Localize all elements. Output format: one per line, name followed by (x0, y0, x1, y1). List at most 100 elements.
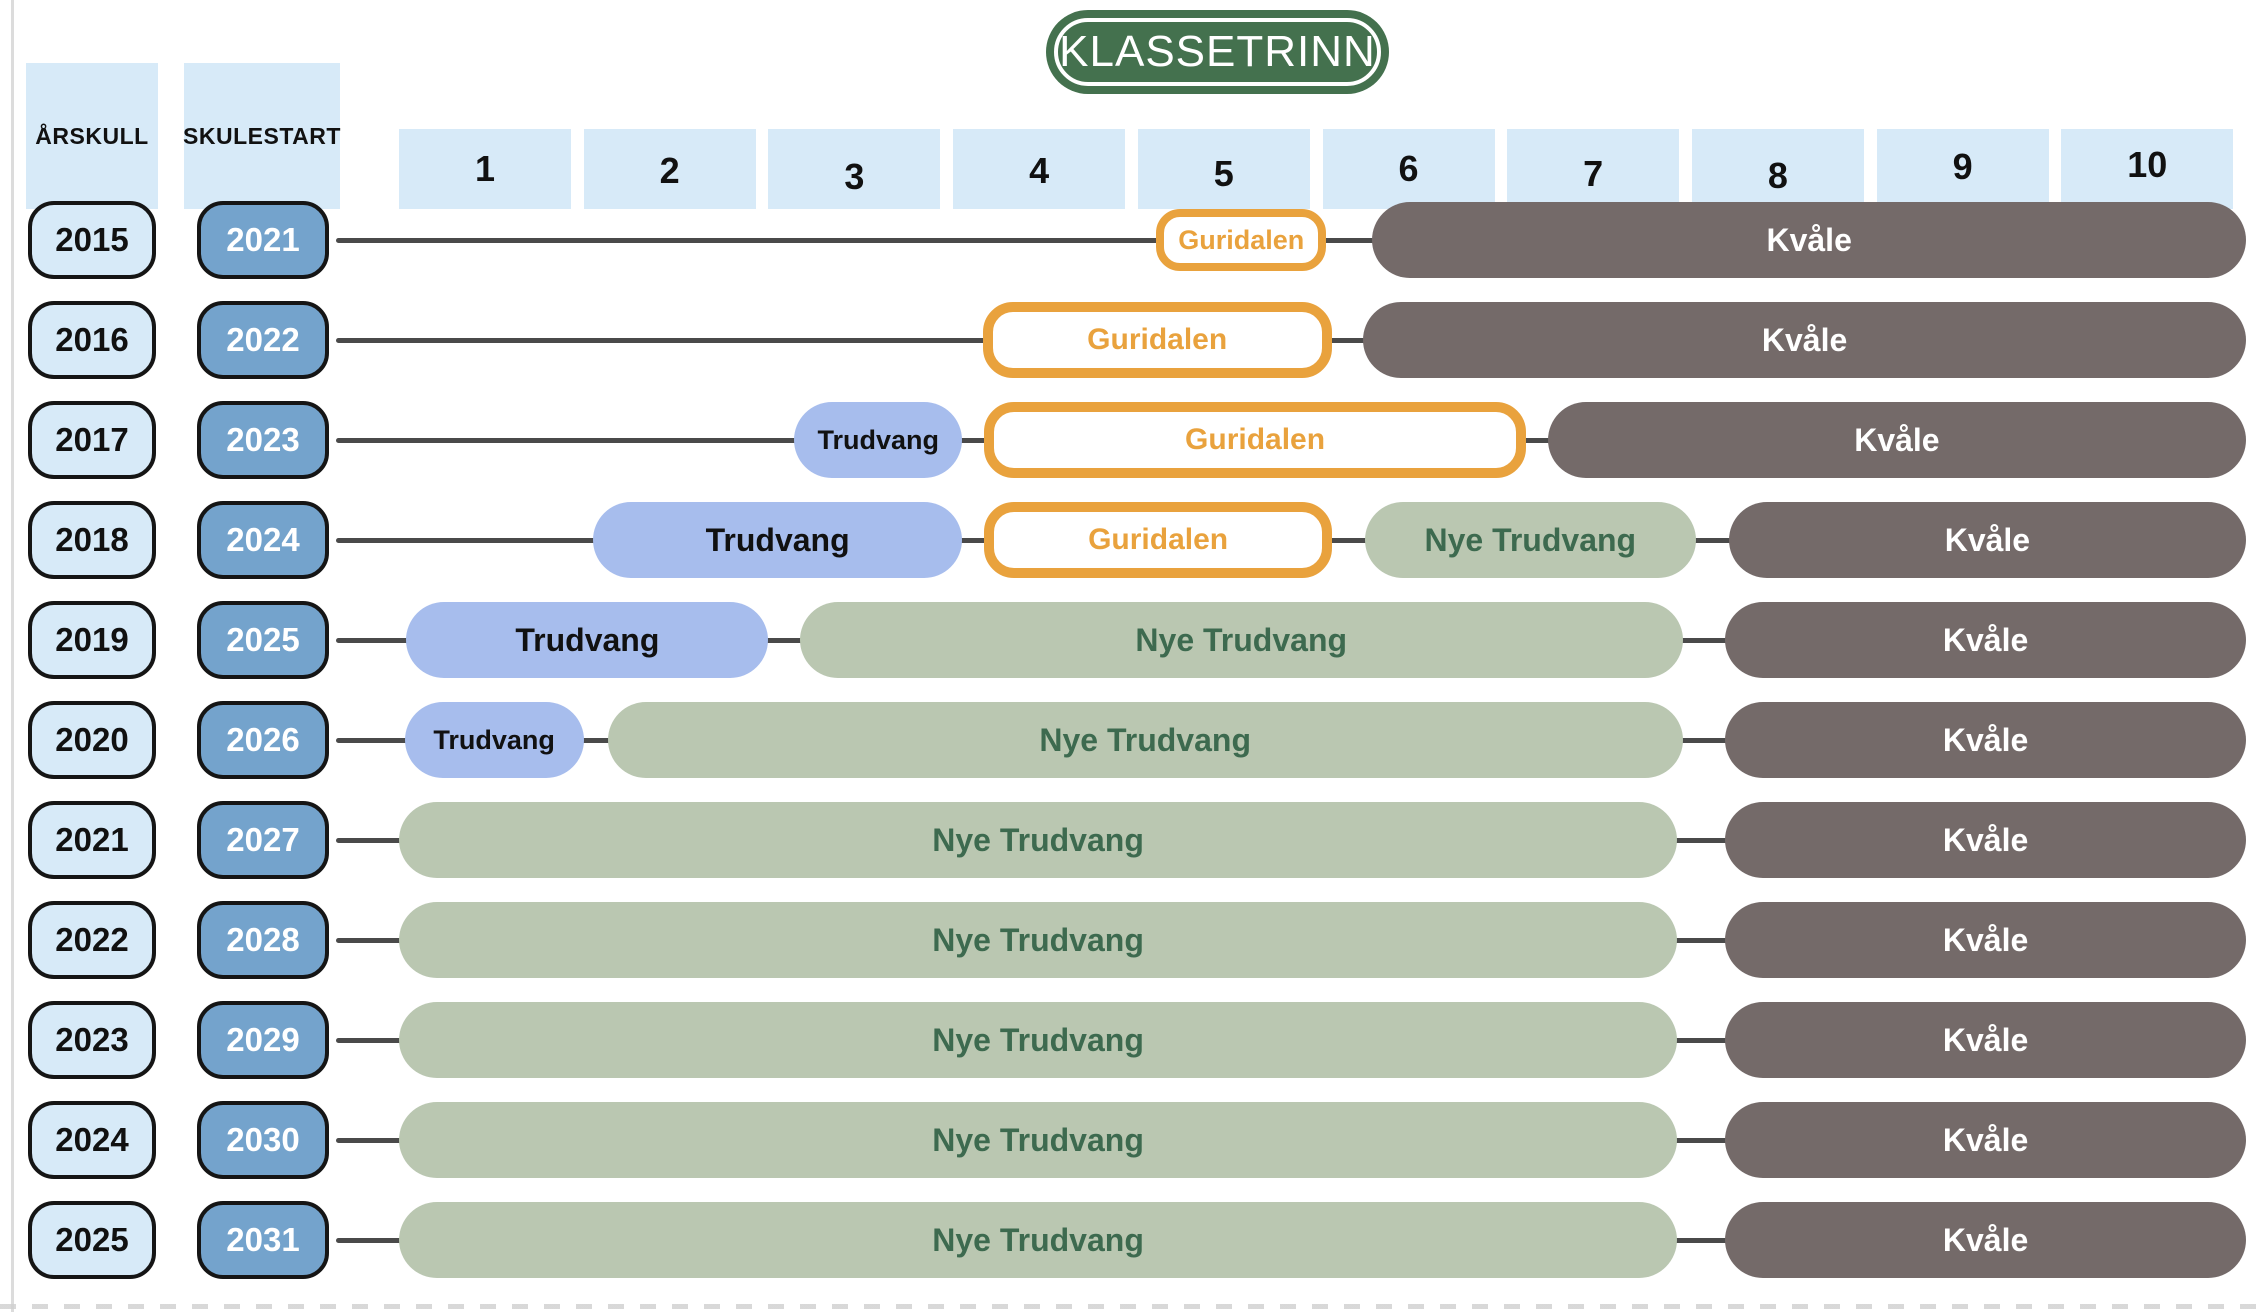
bar-label: Nye Trudvang (932, 1221, 1144, 1258)
connector-line (336, 338, 1444, 343)
grade-header-8: 8 (1691, 129, 1864, 209)
grade-header-7: 7 (1507, 129, 1680, 209)
skulestart-pill: 2028 (197, 901, 329, 979)
skulestart-pill: 2029 (197, 1001, 329, 1079)
klassetrinn-title-pill: KLASSETRINN (1046, 10, 1389, 94)
grade-track: Nye Trudvang Kvåle (336, 801, 2266, 879)
bar-nye_trudvang: Nye Trudvang (607, 702, 1683, 778)
bar-trudvang: Trudvang (404, 702, 584, 778)
bar-label: Kvåle (1942, 721, 2029, 758)
arskull-pill: 2023 (28, 1001, 156, 1079)
bar-label: Kvåle (1761, 321, 1848, 358)
bar-kvale: Kvåle (1725, 802, 2246, 878)
grade-header-label: 5 (1213, 153, 1234, 194)
bar-label: Guridalen (1185, 423, 1326, 456)
arskull-pill: 2021 (28, 801, 156, 879)
bar-label: Nye Trudvang (1039, 721, 1251, 758)
bar-kvale: Kvåle (1372, 202, 2246, 278)
grade-header-9: 9 (1876, 129, 2049, 209)
skulestart-header-label: SKULESTART (183, 122, 341, 149)
grade-header-10: 10 (2061, 129, 2234, 209)
cohort-row: 2021 2027 Nye Trudvang Kvåle (0, 801, 2268, 879)
grade-track: Nye Trudvang Kvåle (336, 1101, 2266, 1179)
bar-guridalen: Guridalen (1156, 209, 1327, 271)
arskull-pill: 2019 (28, 601, 156, 679)
bar-nye_trudvang: Nye Trudvang (399, 802, 1678, 878)
grade-header-2: 2 (583, 129, 756, 209)
bar-label: Guridalen (1088, 523, 1229, 556)
title-inner-ring (1054, 18, 1381, 86)
bar-nye_trudvang: Nye Trudvang (399, 1202, 1678, 1278)
grade-track: Trudvang Guridalen Kvåle (336, 401, 2266, 479)
bar-trudvang: Trudvang (592, 502, 963, 578)
bar-label: Kvåle (1942, 1021, 2029, 1058)
skulestart-pill: 2023 (197, 401, 329, 479)
bar-kvale: Kvåle (1725, 1102, 2246, 1178)
skulestart-pill: 2024 (197, 501, 329, 579)
grade-header-label: 8 (1767, 155, 1788, 196)
skulestart-pill: 2031 (197, 1201, 329, 1279)
bar-label: Kvåle (1942, 1121, 2029, 1158)
arskull-column-header: ÅRSKULL (26, 63, 158, 209)
grade-header-1: 1 (399, 129, 571, 209)
bar-label: Nye Trudvang (1135, 621, 1348, 658)
page-title: KLASSETRINN (1059, 27, 1376, 76)
grade-header-5: 5 (1137, 129, 1310, 209)
bar-label: Nye Trudvang (932, 921, 1144, 958)
grade-header-label: 6 (1398, 148, 1419, 189)
bar-label: Kvåle (1766, 221, 1852, 258)
grade-header-label: 1 (474, 148, 496, 189)
bar-label: Nye Trudvang (932, 821, 1144, 858)
grade-header-label: 4 (1029, 150, 1050, 191)
grade-track: Trudvang Guridalen Nye Trudvang Kvåle (336, 501, 2266, 579)
page-left-rule (11, 0, 14, 1312)
skulestart-pill: 2027 (197, 801, 329, 879)
bar-label: Trudvang (705, 521, 850, 558)
connector-line (336, 238, 1453, 243)
grade-header-6: 6 (1322, 129, 1495, 209)
bar-label: Kvåle (1944, 521, 2031, 558)
bar-label: Guridalen (1178, 224, 1305, 255)
bar-kvale: Kvåle (1363, 302, 2246, 378)
skulestart-column-header: SKULESTART (183, 63, 341, 209)
arskull-pill: 2020 (28, 701, 156, 779)
skulestart-pill: 2025 (197, 601, 329, 679)
bar-guridalen: Guridalen (982, 302, 1332, 378)
bar-label: Nye Trudvang (932, 1121, 1144, 1158)
bar-kvale: Kvåle (1725, 1002, 2246, 1078)
bar-nye_trudvang: Nye Trudvang (399, 902, 1678, 978)
bar-label: Nye Trudvang (1424, 521, 1637, 558)
bar-trudvang: Trudvang (406, 602, 769, 678)
bar-label: Nye Trudvang (932, 1021, 1144, 1058)
bar-label: Kvåle (1942, 921, 2029, 958)
skulestart-pill: 2021 (197, 201, 329, 279)
grade-track: Trudvang Nye Trudvang Kvåle (336, 701, 2266, 779)
bar-guridalen: Guridalen (984, 502, 1332, 578)
bar-nye_trudvang: Nye Trudvang (399, 1102, 1678, 1178)
bar-trudvang: Trudvang (794, 402, 963, 478)
arskull-header-label: ÅRSKULL (35, 122, 149, 149)
bar-label: Trudvang (515, 621, 660, 658)
bar-kvale: Kvåle (1725, 702, 2246, 778)
bar-kvale: Kvåle (1725, 902, 2246, 978)
bar-label: Trudvang (817, 424, 940, 455)
bar-guridalen: Guridalen (984, 402, 1526, 478)
arskull-pill: 2016 (28, 301, 156, 379)
bar-nye_trudvang: Nye Trudvang (1364, 502, 1696, 578)
grade-header-4: 4 (953, 129, 1126, 209)
bar-label: Kvåle (1942, 1221, 2029, 1258)
arskull-pill: 2015 (28, 201, 156, 279)
cohort-row: 2023 2029 Nye Trudvang Kvåle (0, 1001, 2268, 1079)
bar-label: Guridalen (1087, 323, 1228, 356)
bar-label: Kvåle (1854, 421, 1940, 458)
grade-header-label: 9 (1952, 146, 1973, 187)
